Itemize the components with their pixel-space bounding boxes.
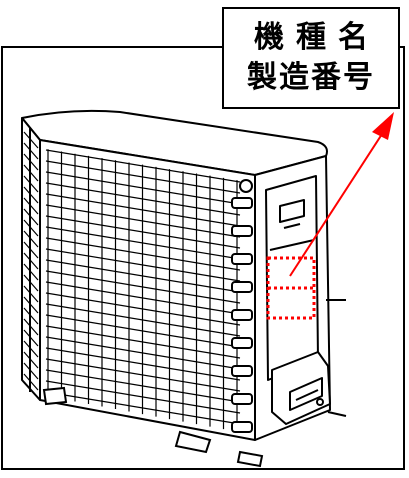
- bevel-slat: [23, 208, 39, 226]
- grille-slat: [45, 270, 241, 304]
- grille-slat: [45, 248, 241, 282]
- bevel-slat: [23, 329, 39, 347]
- bevel-slat: [23, 241, 39, 259]
- grille-slat: [45, 226, 241, 260]
- bevel-slat: [23, 296, 39, 314]
- grille-slat: [45, 292, 241, 326]
- edge-tab: [231, 393, 253, 405]
- grille-slat: [45, 182, 241, 216]
- grille-slat: [45, 347, 241, 381]
- grille-slat: [45, 160, 241, 194]
- grille-slat: [45, 149, 241, 183]
- bevel-slat: [23, 131, 39, 149]
- grille-slat: [45, 358, 241, 392]
- bevel-slat: [23, 274, 39, 292]
- grille-slat: [45, 171, 241, 205]
- serial-number-label: 製造番号: [247, 60, 375, 95]
- edge-tab: [231, 421, 253, 433]
- grille-slat: [45, 281, 241, 315]
- edge-tab: [231, 309, 253, 321]
- bevel-slat: [23, 219, 39, 237]
- grille-slat: [45, 336, 241, 370]
- bevel-slat: [23, 142, 39, 160]
- model-name-label: 機種名: [254, 20, 380, 55]
- grille-slat: [45, 237, 241, 271]
- bevel-slat: [23, 175, 39, 193]
- bevel-slat: [23, 252, 39, 270]
- fan-grille: [23, 131, 241, 432]
- grille-slat: [45, 391, 241, 425]
- bevel-slat: [23, 197, 39, 215]
- bevel-slat: [23, 263, 39, 281]
- grille-slat: [45, 204, 241, 238]
- bevel-slat: [23, 340, 39, 358]
- bevel-slat: [23, 307, 39, 325]
- grille-slat: [45, 303, 241, 337]
- edge-tabs: [231, 197, 253, 433]
- edge-tab: [231, 365, 253, 377]
- grille-slat: [45, 369, 241, 403]
- bevel-slat: [23, 186, 39, 204]
- bevel-slat: [23, 285, 39, 303]
- grille-slat: [45, 215, 241, 249]
- grille-slat: [45, 193, 241, 227]
- bevel-slat: [23, 351, 39, 369]
- bevel-slat: [23, 373, 39, 391]
- arrow-icon: [289, 112, 394, 277]
- bevel-slat: [23, 318, 39, 336]
- grille-slat: [45, 380, 241, 414]
- bevel-slat: [23, 230, 39, 248]
- edge-tab: [231, 253, 253, 265]
- unit-feet: [42, 386, 264, 468]
- model-serial-callout: 機種名 製造番号: [222, 7, 400, 109]
- side-panel: [265, 175, 347, 425]
- grille-slat: [45, 259, 241, 293]
- bevel-slat: [23, 153, 39, 171]
- bevel-slat: [23, 164, 39, 182]
- grille-slat: [45, 314, 241, 348]
- edge-tab: [231, 197, 253, 209]
- edge-tab: [231, 225, 253, 237]
- edge-tab: [231, 337, 253, 349]
- grille-slat: [45, 325, 241, 359]
- bevel-slat: [23, 362, 39, 380]
- edge-tab: [231, 281, 253, 293]
